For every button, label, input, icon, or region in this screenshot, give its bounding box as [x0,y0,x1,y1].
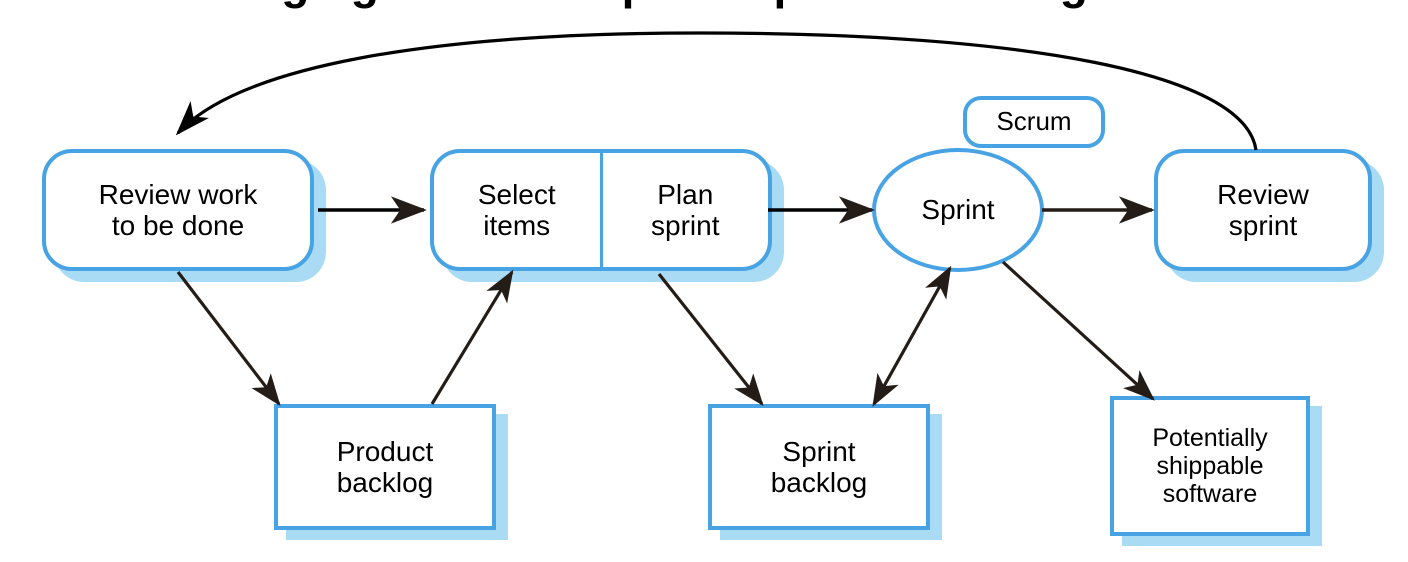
edge-review-work-to-product-backlog [176,271,281,407]
node-scrum-tag-label: Scrum [996,106,1072,137]
edge-sprint-to-shippable-software [1001,260,1155,401]
edge-plan-sprint-to-sprint-backlog [657,273,764,407]
edge-sprint-backlog-sprint-bidirectional [872,265,952,407]
node-product-backlog-label: Product backlog [336,435,434,498]
node-select-items-label: Select items [477,178,556,241]
node-plan-sprint-label: Plan sprint [651,178,720,241]
compound-divider [599,153,603,267]
node-review-work[interactable]: Review work to be done [42,149,314,271]
node-shippable-software[interactable]: Potentially shippable software [1110,396,1310,536]
node-product-backlog[interactable]: Product backlog [274,404,496,530]
node-sprint-label: Sprint [921,194,995,226]
node-review-work-label: Review work to be done [98,178,258,241]
node-scrum-tag[interactable]: Scrum [963,96,1105,148]
node-review-sprint[interactable]: Review sprint [1154,149,1372,271]
node-plan-sprint[interactable]: Plan sprint [603,153,769,267]
edge-product-backlog-to-select-items [430,269,514,405]
node-shippable-software-label: Potentially shippable software [1152,424,1268,508]
node-review-sprint-label: Review sprint [1217,178,1309,241]
node-select-plan-compound[interactable]: Select items Plan sprint [430,149,772,271]
node-sprint[interactable]: Sprint [872,148,1044,272]
page-title: Managing the development process using S… [0,0,1408,14]
node-sprint-backlog-label: Sprint backlog [770,435,868,498]
node-sprint-backlog[interactable]: Sprint backlog [708,404,930,530]
node-select-items[interactable]: Select items [434,153,600,267]
